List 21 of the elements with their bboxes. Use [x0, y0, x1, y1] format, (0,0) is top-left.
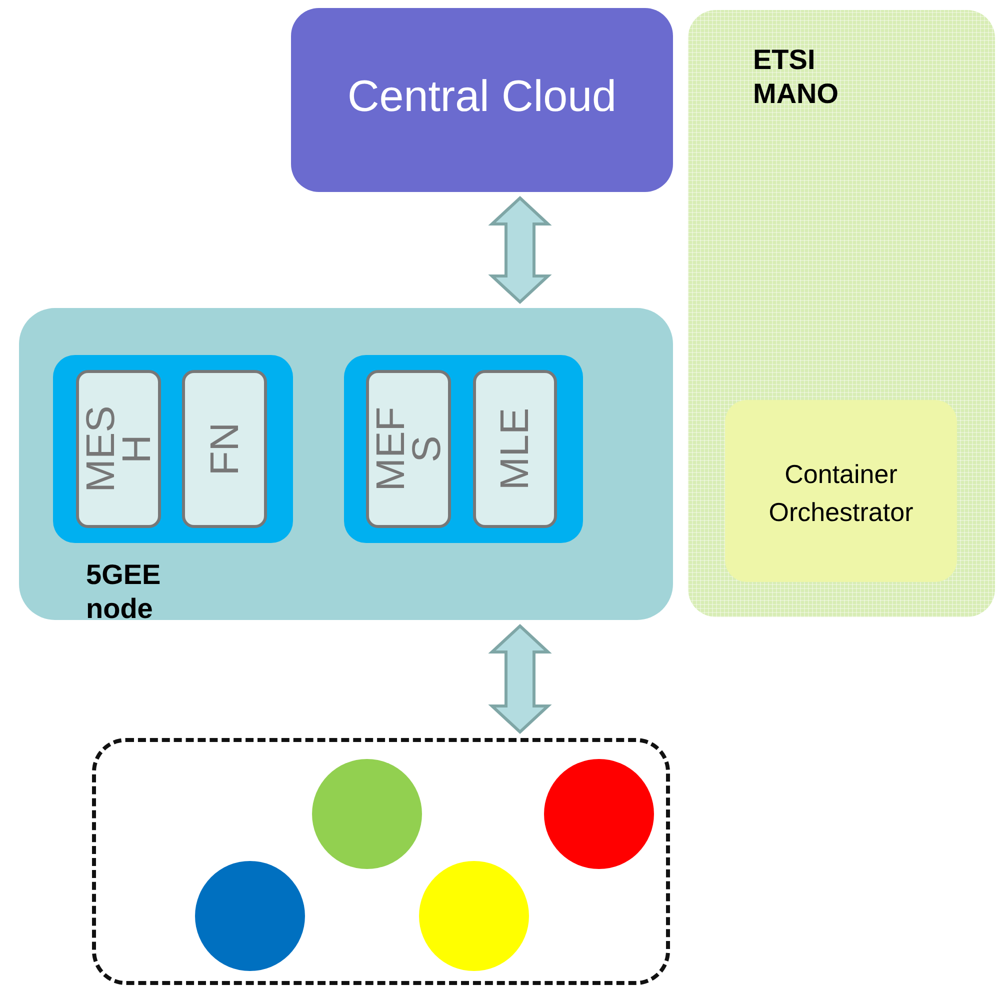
panel-heading: ETSI MANO [753, 43, 840, 111]
function-group [344, 355, 583, 543]
function-label: MES H [82, 404, 154, 494]
device-group [92, 738, 670, 985]
orchestrator-box [725, 400, 957, 582]
function-box [473, 370, 557, 528]
function-label: MEF S [372, 406, 444, 494]
orchestrator-label: Container Orchestrator [768, 458, 914, 529]
function-box [76, 370, 161, 528]
function-box [182, 370, 267, 528]
node-panel [19, 308, 673, 620]
function-label: MLE [497, 406, 533, 492]
function-group [53, 355, 293, 543]
node-label: 5GEE node [86, 558, 162, 626]
cloud-box [291, 8, 673, 192]
function-label: FN [206, 421, 242, 478]
mano-panel [688, 10, 995, 617]
function-box [366, 370, 451, 528]
double-arrow [488, 624, 552, 734]
title-label: Central Cloud [346, 72, 618, 122]
double-arrow [488, 196, 552, 304]
